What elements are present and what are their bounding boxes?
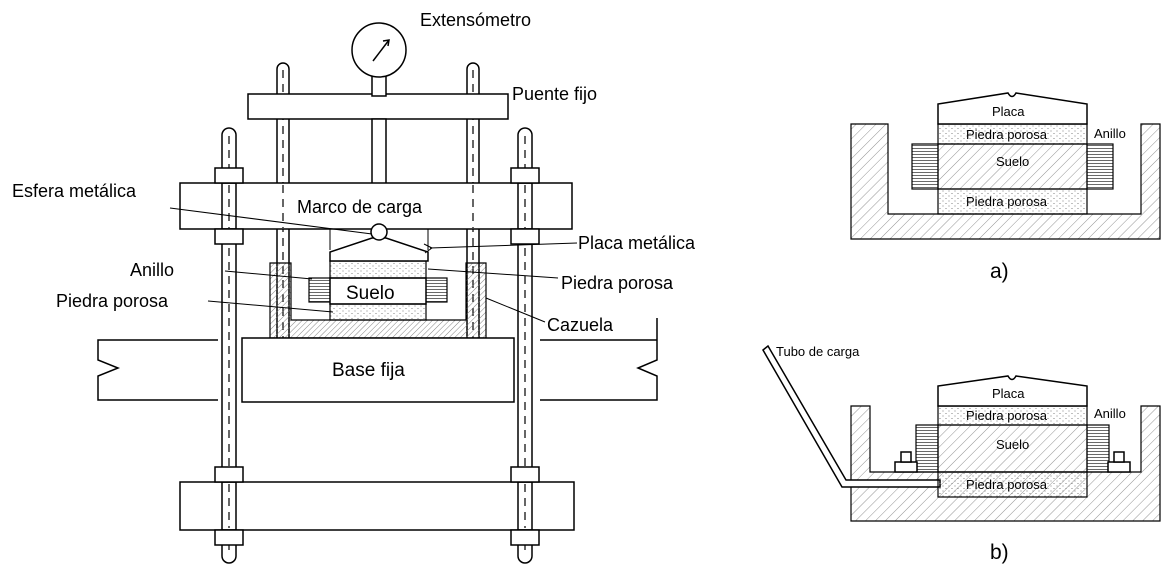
label-piedra-porosa-upper: Piedra porosa — [561, 273, 674, 293]
detail-a-label-piedra-bottom: Piedra porosa — [966, 194, 1048, 209]
detail-a-label-piedra-top: Piedra porosa — [966, 127, 1048, 142]
detail-a-label-anillo: Anillo — [1094, 126, 1126, 141]
upper-nuts — [214, 167, 540, 245]
detail-b-plate — [937, 375, 1088, 407]
detail-a-label-suelo: Suelo — [996, 154, 1029, 169]
detail-b-label-anillo: Anillo — [1094, 406, 1126, 421]
lower-nuts — [214, 466, 540, 546]
detail-b-label-piedra-bottom: Piedra porosa — [966, 477, 1048, 492]
detail-a-stone-bottom — [937, 188, 1088, 215]
metal-sphere-icon — [370, 223, 388, 241]
label-esfera-metalica: Esfera metálica — [12, 181, 137, 201]
ring-right — [424, 277, 448, 303]
left-support — [97, 339, 218, 401]
detail-a-ring-right — [1086, 143, 1114, 190]
main-apparatus: Extensómetro Puente fijo Esfera metálica… — [12, 10, 696, 564]
porous-stone-top — [329, 260, 427, 279]
detail-b-label-suelo: Suelo — [996, 437, 1029, 452]
detail-b-stone-bottom — [937, 471, 1088, 498]
label-extensometro: Extensómetro — [420, 10, 531, 30]
detail-a-pan — [850, 123, 1161, 240]
detail-a-soil — [937, 143, 1088, 190]
leader-lines — [169, 207, 578, 323]
label-cazuela: Cazuela — [547, 315, 614, 335]
detail-b: Tubo de carga Placa Piedra porosa Anillo… — [762, 344, 1161, 564]
fixed-base — [241, 337, 515, 403]
detail-b-label-placa: Placa — [992, 386, 1025, 401]
detail-a-caption: a) — [990, 260, 1009, 283]
label-suelo: Suelo — [346, 283, 395, 304]
dial-stem — [371, 75, 387, 97]
ring-left — [308, 277, 332, 303]
label-marco-de-carga: Marco de carga — [297, 197, 423, 217]
detail-a-ring-left — [911, 143, 939, 190]
metal-plate — [329, 237, 429, 262]
detail-b-label-piedra-top: Piedra porosa — [966, 408, 1048, 423]
detail-b-label-tubo: Tubo de carga — [776, 344, 860, 359]
detail-a: Placa Piedra porosa Anillo Suelo Piedra … — [850, 92, 1161, 283]
bottom-frame — [179, 481, 575, 531]
label-piedra-porosa-lower: Piedra porosa — [56, 291, 169, 311]
detail-a-plate — [937, 92, 1088, 125]
detail-b-ring-left — [915, 424, 939, 473]
detail-b-clamps — [894, 451, 1131, 473]
label-anillo: Anillo — [130, 260, 174, 280]
fixed-bridge — [247, 93, 509, 120]
dial-gauge-icon — [351, 22, 407, 78]
porous-stone-bottom — [329, 303, 427, 321]
detail-b-caption: b) — [990, 541, 1009, 564]
detail-b-ring-right — [1086, 424, 1110, 473]
loading-frame — [179, 182, 573, 230]
label-puente-fijo: Puente fijo — [512, 84, 597, 104]
detail-a-label-placa: Placa — [992, 104, 1025, 119]
label-placa-metalica: Placa metálica — [578, 233, 696, 253]
label-base-fija: Base fija — [332, 360, 405, 381]
right-support — [540, 318, 658, 401]
